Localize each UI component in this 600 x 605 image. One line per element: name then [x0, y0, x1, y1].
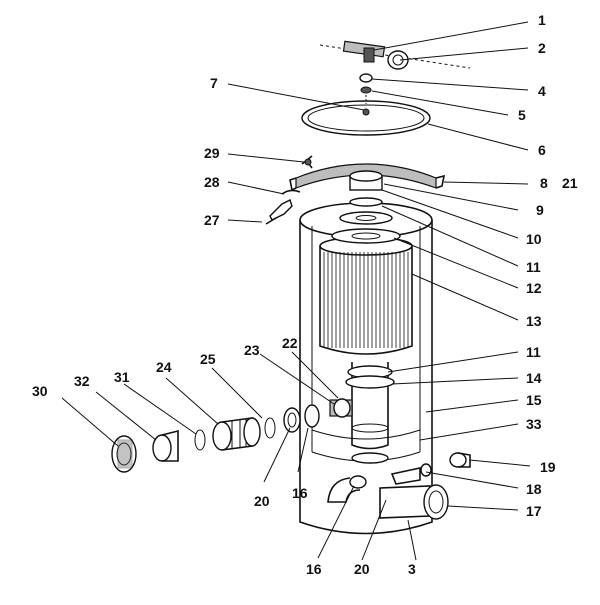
callout-7: 7 [210, 75, 218, 91]
callout-14: 14 [526, 370, 542, 386]
callout-4: 4 [538, 83, 546, 99]
callout-31: 31 [114, 369, 130, 385]
callout-11-top: 11 [526, 259, 541, 275]
bottom-elbow-outlet [327, 452, 471, 520]
callout-5: 5 [518, 107, 526, 123]
callout-19: 19 [540, 459, 556, 475]
callout-10: 10 [526, 231, 542, 247]
side-drain-parts [265, 155, 313, 225]
callout-1: 1 [538, 12, 546, 28]
callout-2: 2 [538, 40, 546, 56]
callout-23: 23 [244, 342, 260, 358]
callout-21: 21 [562, 175, 578, 191]
leader-lines [61, 21, 531, 561]
callout-24: 24 [156, 359, 172, 375]
callout-8: 8 [540, 175, 548, 191]
callout-6: 6 [538, 142, 546, 158]
callout-12: 12 [526, 280, 542, 296]
callout-30: 30 [32, 383, 48, 399]
callout-27: 27 [204, 212, 220, 228]
callout-28: 28 [204, 174, 220, 190]
callout-25: 25 [200, 351, 216, 367]
callout-22: 22 [282, 335, 298, 351]
callout-32: 32 [74, 373, 90, 389]
callout-29: 29 [204, 145, 220, 161]
air-relief-assembly [319, 40, 471, 104]
standpipe [345, 362, 395, 464]
callout-20-bottom: 20 [354, 561, 370, 577]
callout-33: 33 [526, 416, 542, 432]
callout-18: 18 [526, 481, 542, 497]
callout-17: 17 [526, 503, 542, 519]
callout-15: 15 [526, 392, 542, 408]
filter-cartridge [319, 197, 413, 355]
callout-9: 9 [536, 202, 544, 218]
callout-20-left: 20 [254, 493, 270, 509]
lid-and-clamp [289, 100, 446, 192]
callout-11-bottom: 11 [526, 344, 541, 360]
callout-16-mid: 16 [292, 485, 308, 501]
callout-13: 13 [526, 313, 542, 329]
callout-3: 3 [408, 561, 416, 577]
callout-16-bottom: 16 [306, 561, 322, 577]
side-port-fittings [111, 398, 353, 473]
